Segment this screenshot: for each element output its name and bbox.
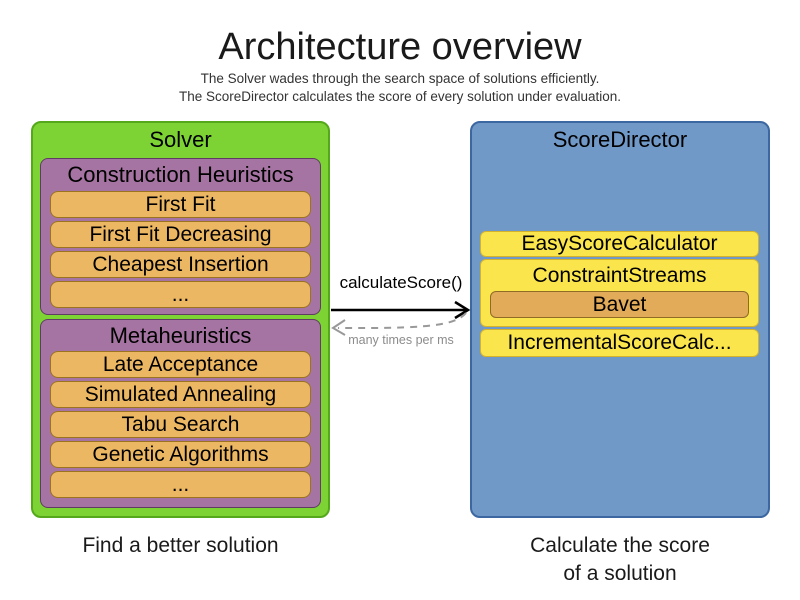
subtitle-line-2: The ScoreDirector calculates the score o… — [179, 89, 621, 104]
metaheuristic-item-more: ... — [50, 471, 311, 498]
metaheuristic-item-genetic-algorithms: Genetic Algorithms — [50, 441, 311, 468]
constraint-streams-group: ConstraintStreams Bavet — [480, 259, 759, 327]
scoredirector-caption: Calculate the score of a solution — [470, 532, 770, 588]
calculate-score-arrow — [331, 300, 471, 320]
incremental-score-calculator-item: IncrementalScoreCalc... — [480, 329, 759, 357]
solver-caption: Find a better solution — [82, 534, 279, 557]
heuristic-item-first-fit-decreasing: First Fit Decreasing — [50, 221, 311, 248]
construction-heuristics-title: Construction Heuristics — [67, 162, 294, 187]
solver-title: Solver — [149, 127, 212, 152]
heuristic-item-more: ... — [50, 281, 311, 308]
metaheuristics-group: Metaheuristics Late Acceptance Simulated… — [40, 319, 321, 508]
scoredirector-caption-line-1: Calculate the score — [530, 534, 710, 557]
metaheuristic-item-simulated-annealing: Simulated Annealing — [50, 381, 311, 408]
many-times-return-arrow — [331, 312, 467, 336]
metaheuristics-title: Metaheuristics — [109, 323, 252, 348]
solver-box: Solver Construction Heuristics First Fit… — [31, 121, 330, 518]
construction-heuristics-group: Construction Heuristics First Fit First … — [40, 158, 321, 315]
constraint-streams-title: ConstraintStreams — [532, 264, 707, 287]
bavet-item: Bavet — [490, 291, 749, 318]
many-times-per-ms-label: many times per ms — [348, 333, 454, 347]
metaheuristic-item-late-acceptance: Late Acceptance — [50, 351, 311, 378]
heuristic-item-cheapest-insertion: Cheapest Insertion — [50, 251, 311, 278]
page-title: Architecture overview — [218, 26, 582, 68]
calculate-score-label: calculateScore() — [339, 273, 463, 292]
scoredirector-box: ScoreDirector EasyScoreCalculator Constr… — [470, 121, 770, 518]
subtitle-line-1: The Solver wades through the search spac… — [200, 71, 600, 86]
scoredirector-caption-line-2: of a solution — [563, 562, 677, 585]
metaheuristic-item-tabu-search: Tabu Search — [50, 411, 311, 438]
heuristic-item-first-fit: First Fit — [50, 191, 311, 218]
easy-score-calculator-item: EasyScoreCalculator — [480, 231, 759, 257]
scoredirector-title: ScoreDirector — [552, 127, 688, 152]
